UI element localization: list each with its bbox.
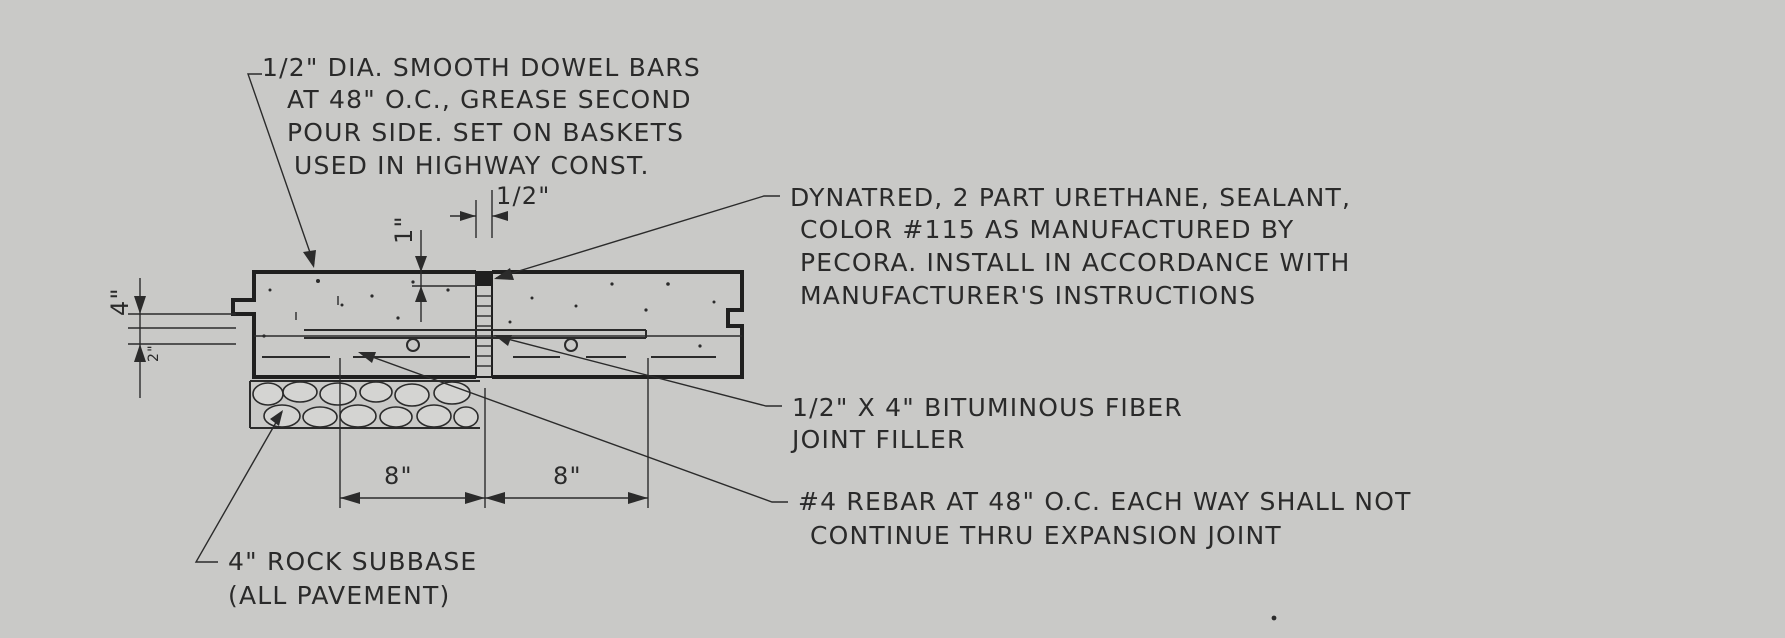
sealant-note-line: DYNATRED, 2 PART URETHANE, SEALANT, [790,183,1351,212]
thickness-dimension [128,278,236,398]
filler-note-line: JOINT FILLER [790,425,966,454]
rebar-cover-label: 2" [146,344,162,362]
slab-thickness-label: 4" [106,287,134,316]
rebar-note-line: CONTINUE THRU EXPANSION JOINT [810,521,1282,550]
dowel-note-line: 1/2" DIA. SMOOTH DOWEL BARS [262,53,701,82]
rock-subbase [249,380,480,429]
dowel-note-line: USED IN HIGHWAY CONST. [294,151,650,180]
dowel-right-label: 8" [553,462,582,490]
leader-lines [194,73,788,563]
dowel-note-line: AT 48" O.C., GREASE SECOND [287,85,692,114]
dowel-bar-note: 1/2" DIA. SMOOTH DOWEL BARS AT 48" O.C.,… [262,53,701,180]
sealant-note-line: PECORA. INSTALL IN ACCORDANCE WITH [800,248,1351,277]
urethane-sealant [477,272,491,286]
sealant-note-line: MANUFACTURER'S INSTRUCTIONS [800,281,1256,310]
filler-note-line: 1/2" X 4" BITUMINOUS FIBER [792,393,1183,422]
paper-mark [1271,615,1277,621]
dowel-bar [304,329,647,339]
concrete-aggregate [262,279,716,348]
joint-gap-label: 1/2" [496,182,550,210]
left-slab-panel [231,270,476,379]
subbase-note: 4" ROCK SUBBASE (ALL PAVEMENT) [228,547,477,610]
subbase-note-line: 4" ROCK SUBBASE [228,547,477,576]
subbase-note-line: (ALL PAVEMENT) [228,581,450,610]
dowel-left-label: 8" [384,462,413,490]
recess-depth-label: 1" [390,215,418,244]
dowel-note-line: POUR SIDE. SET ON BASKETS [287,118,684,147]
joint-gap-dimension [450,190,508,238]
sealant-note-line: COLOR #115 AS MANUFACTURED BY [800,215,1294,244]
right-slab-panel [492,270,744,379]
embedment-dimensions [339,358,649,508]
recess-dimension [412,230,476,322]
sealant-note: DYNATRED, 2 PART URETHANE, SEALANT, COLO… [790,183,1351,310]
rebar-note: #4 REBAR AT 48" O.C. EACH WAY SHALL NOT … [798,487,1412,550]
bituminous-joint-filler [475,271,493,378]
rebar-note-line: #4 REBAR AT 48" O.C. EACH WAY SHALL NOT [798,487,1412,516]
joint-filler-note: 1/2" X 4" BITUMINOUS FIBER JOINT FILLER [790,393,1183,454]
